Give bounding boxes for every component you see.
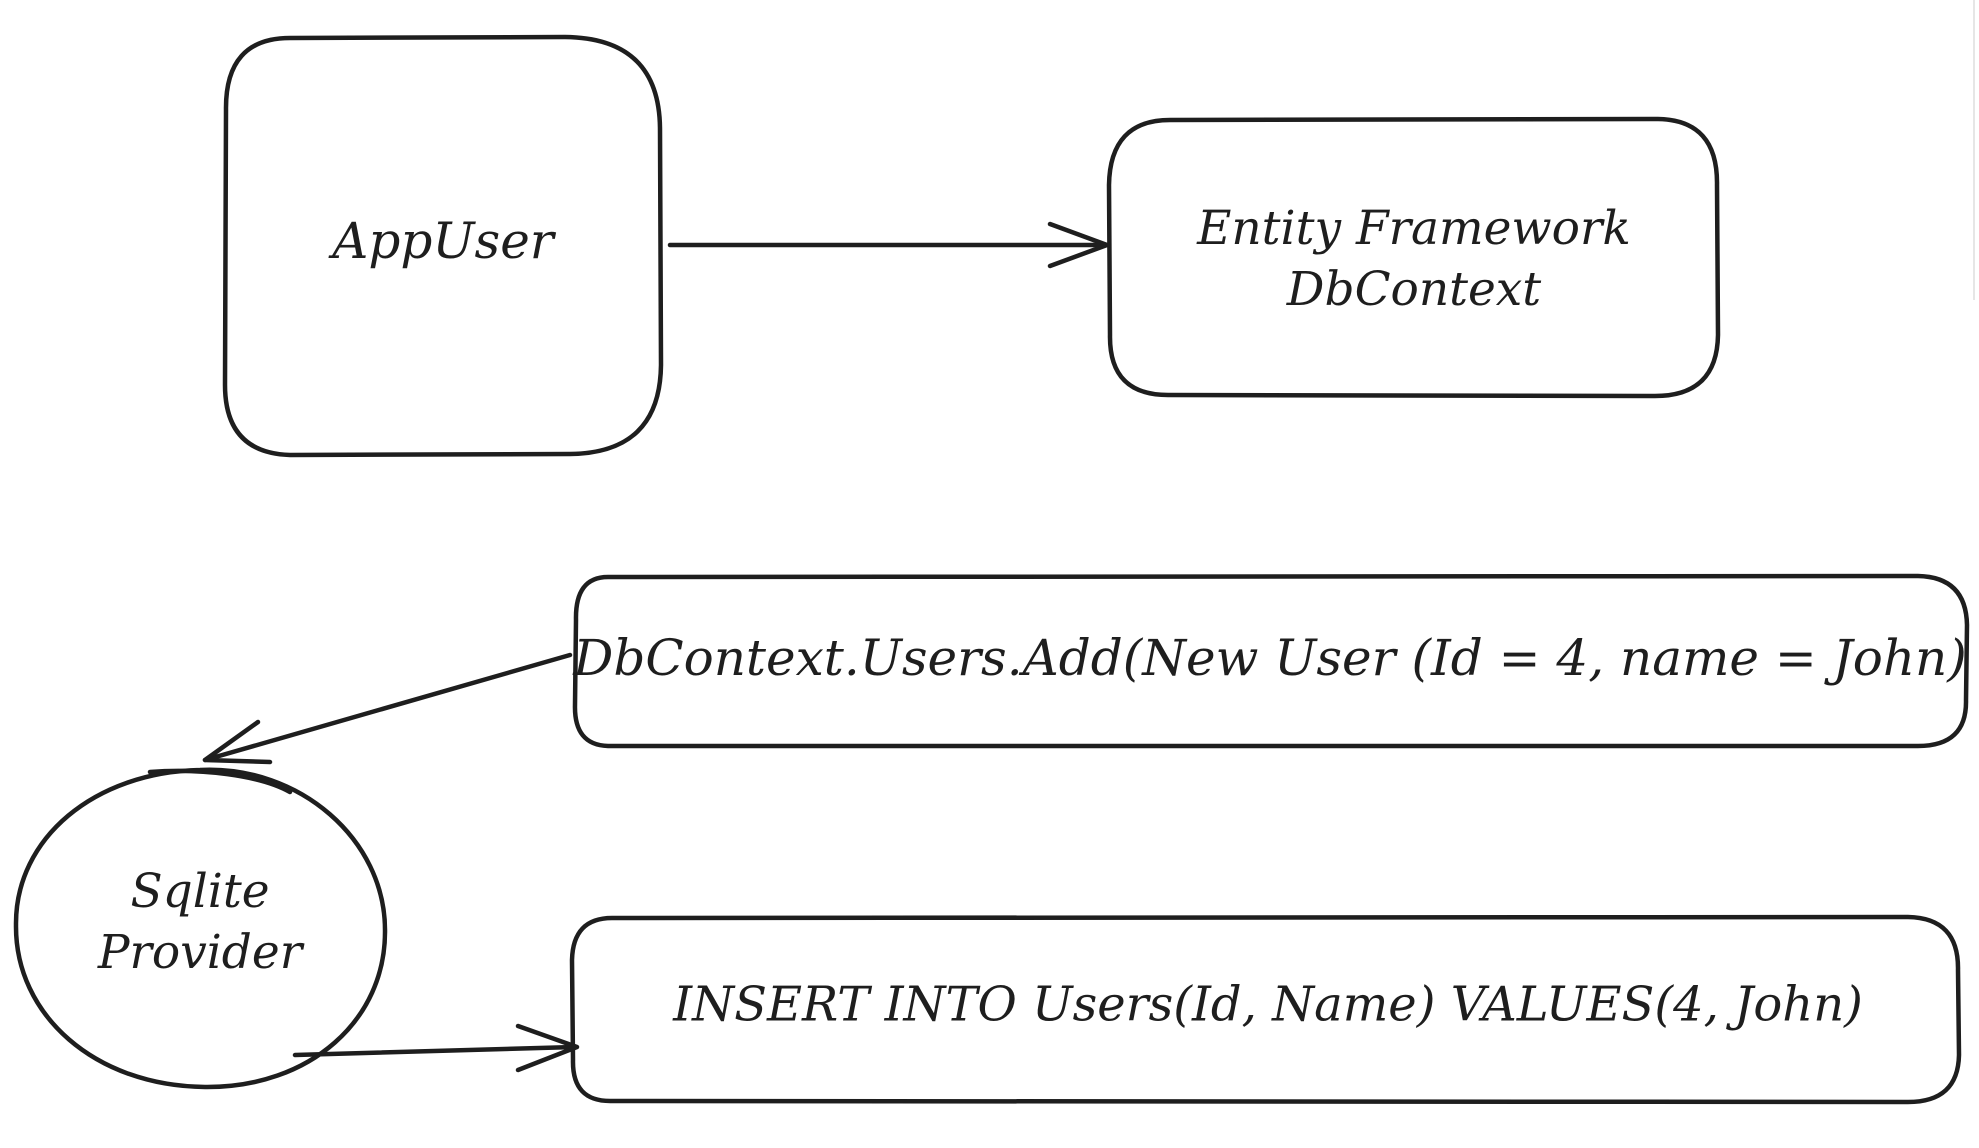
node-add-call[interactable]: DbContext.Users.Add(New User (Id = 4, na… xyxy=(572,573,1970,749)
dbcontext-label-line1: Entity Framework xyxy=(1196,201,1631,256)
node-dbcontext[interactable]: Entity Framework DbContext xyxy=(1106,116,1721,399)
insert-sql-label: INSERT INTO Users(Id, Name) VALUES(4, Jo… xyxy=(672,977,1863,1033)
node-app-user[interactable]: AppUser xyxy=(222,34,664,458)
add-call-box xyxy=(572,573,1970,749)
arrow-appuser-to-dbcontext xyxy=(667,221,1110,269)
app-user-label: AppUser xyxy=(328,212,557,270)
scrollbar-edge[interactable] xyxy=(1973,0,1979,300)
arrow-sqlite-to-insert xyxy=(292,1023,580,1073)
arrow-line xyxy=(202,652,573,763)
arrow-addcall-to-sqlite xyxy=(202,652,573,765)
sqlite-provider-label-line1: Sqlite xyxy=(130,864,269,919)
arrowhead xyxy=(1047,221,1110,269)
arrow-line xyxy=(292,1044,578,1058)
dbcontext-box xyxy=(1106,116,1721,399)
sqlite-provider-label-line2: Provider xyxy=(97,925,305,980)
node-insert-sql[interactable]: INSERT INTO Users(Id, Name) VALUES(4, Jo… xyxy=(569,914,1962,1105)
node-sqlite-provider[interactable]: Sqlite Provider xyxy=(13,767,388,1090)
add-call-label: DbContext.Users.Add(New User (Id = 4, na… xyxy=(572,629,1967,687)
app-user-box xyxy=(222,34,664,458)
arrowhead xyxy=(515,1023,580,1073)
dbcontext-label-line2: DbContext xyxy=(1286,262,1542,317)
insert-sql-box xyxy=(569,914,1962,1105)
sqlite-provider-circle xyxy=(13,767,388,1090)
arrowhead xyxy=(202,719,273,765)
sqlite-provider-circle-overlap xyxy=(147,768,293,795)
